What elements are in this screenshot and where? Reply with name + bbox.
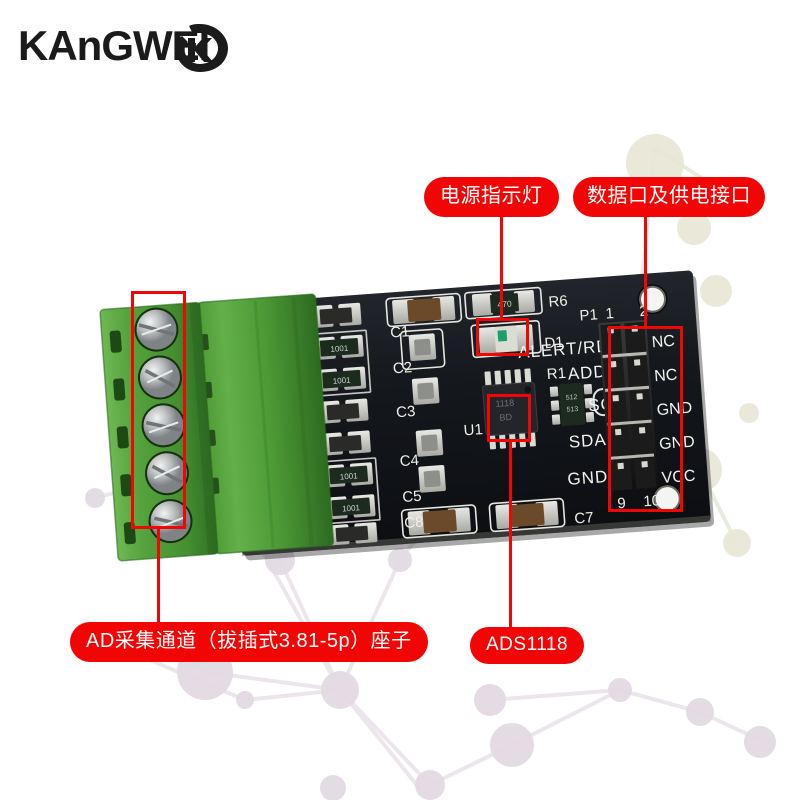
svg-text:R4: R4 <box>285 376 305 394</box>
callout-data-power-port-label: 数据口及供电接口 <box>587 185 751 207</box>
leader-line-ads1118 <box>509 441 512 628</box>
svg-text:C1: C1 <box>390 323 410 341</box>
svg-text:R3: R3 <box>283 344 303 362</box>
svg-text:1001: 1001 <box>342 503 361 513</box>
callout-power-indicator-label: 电源指示灯 <box>440 185 543 207</box>
callout-ad-channel-connector: AD采集通道（拔插式3.81-5p）座子 <box>70 622 428 662</box>
callout-ad-channel-connector-label: AD采集通道（拔插式3.81-5p）座子 <box>86 630 412 652</box>
svg-text:1: 1 <box>605 305 615 323</box>
brand-logo: KAnGWEI <box>18 16 234 79</box>
highlight-box-ads1118 <box>487 394 531 442</box>
silk-sda: SDA <box>568 430 607 452</box>
svg-text:U1: U1 <box>463 421 483 439</box>
svg-text:R5: R5 <box>288 408 308 426</box>
svg-text:R6: R6 <box>548 292 568 310</box>
callout-power-indicator: 电源指示灯 <box>424 177 559 217</box>
svg-text:513: 513 <box>566 406 578 414</box>
kw-monogram-icon <box>175 24 228 72</box>
svg-text:R10: R10 <box>293 531 322 550</box>
svg-text:1001: 1001 <box>330 344 349 354</box>
silk-alert-rdy: ALERT/RDY <box>517 336 622 363</box>
svg-text:R2: R2 <box>281 312 301 330</box>
svg-text:1001: 1001 <box>340 471 359 481</box>
svg-text:R9: R9 <box>295 504 315 522</box>
svg-text:D1: D1 <box>544 334 564 352</box>
svg-text:C7: C7 <box>574 509 594 527</box>
svg-text:R1: R1 <box>546 365 566 383</box>
highlight-box-ad-channel <box>131 291 186 529</box>
leader-line-power-led <box>500 210 503 320</box>
svg-text:C8: C8 <box>404 514 424 532</box>
leader-line-data-power-port <box>644 210 647 328</box>
highlight-box-power-led <box>476 318 529 356</box>
silk-gnd: GND <box>567 467 609 489</box>
leader-line-ad-channel <box>157 529 160 623</box>
svg-text:C3: C3 <box>396 403 416 421</box>
svg-text:C5: C5 <box>402 488 422 506</box>
svg-text:C2: C2 <box>392 359 412 377</box>
svg-text:P1: P1 <box>579 306 599 324</box>
callout-ads1118-label: ADS1118 <box>486 634 569 655</box>
svg-text:C4: C4 <box>399 452 419 470</box>
highlight-box-data-power-port <box>608 326 683 512</box>
callout-ads1118: ADS1118 <box>470 627 585 664</box>
svg-text:R8: R8 <box>292 472 312 490</box>
svg-text:512: 512 <box>565 394 577 402</box>
svg-text:1001: 1001 <box>332 376 351 386</box>
callout-data-power-port: 数据口及供电接口 <box>573 177 765 217</box>
svg-text:R7: R7 <box>290 440 310 458</box>
